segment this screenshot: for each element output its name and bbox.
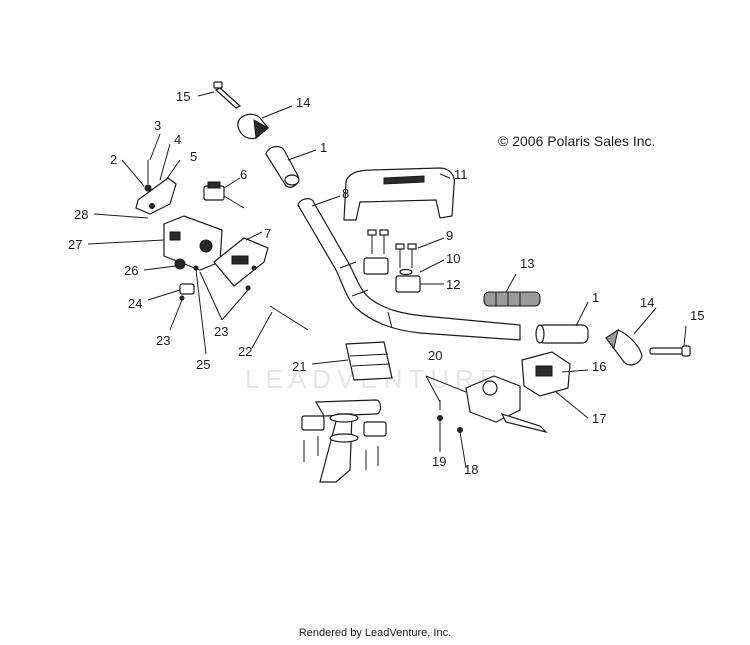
throttle-housing — [465, 375, 548, 434]
callout-1-left: 1 — [320, 140, 327, 155]
screw-25 — [193, 265, 199, 271]
callout-11: 11 — [454, 167, 468, 182]
button-24 — [179, 283, 195, 295]
callout-12: 12 — [446, 277, 460, 292]
copyright-text: © 2006 Polaris Sales Inc. — [498, 133, 656, 149]
callout-26: 26 — [124, 263, 138, 278]
callout-13: 13 — [520, 256, 534, 271]
callout-10: 10 — [446, 251, 460, 266]
callout-16: 16 — [592, 359, 606, 374]
callout-20: 20 — [428, 348, 442, 363]
callout-18: 18 — [464, 462, 478, 477]
callout-17: 17 — [592, 411, 606, 426]
callout-21: 21 — [292, 359, 306, 374]
callout-27: 27 — [68, 237, 82, 252]
callout-2: 2 — [110, 152, 117, 167]
nut-2 — [144, 184, 152, 192]
leader-lines — [87, 91, 687, 469]
clamp-bolts-upper — [367, 229, 417, 268]
callout-15-right: 15 — [690, 308, 704, 323]
screw-18 — [457, 427, 463, 433]
left-switch-housing — [163, 215, 223, 271]
callout-7: 7 — [264, 226, 271, 241]
callout-3: 3 — [154, 118, 161, 133]
footer-credit: Rendered by LeadVenture, Inc. — [298, 627, 452, 639]
screw-19 — [437, 415, 443, 421]
clamp-blocks-upper — [363, 257, 421, 293]
callout-14-right: 14 — [640, 295, 654, 310]
callout-23-left: 23 — [156, 333, 170, 348]
callout-14-top: 14 — [296, 95, 310, 110]
callout-19: 19 — [432, 454, 446, 469]
callout-22: 22 — [238, 344, 252, 359]
callout-25: 25 — [196, 357, 210, 372]
right-bar-end — [605, 328, 643, 366]
throttle-cover — [521, 351, 571, 397]
callout-5: 5 — [190, 149, 197, 164]
callout-6: 6 — [240, 167, 247, 182]
callout-24: 24 — [128, 296, 142, 311]
callout-1-right: 1 — [592, 290, 599, 305]
handlebar — [297, 198, 521, 341]
callout-4: 4 — [174, 132, 181, 147]
callouts: 15 14 1 3 4 2 5 6 11 8 28 9 7 27 10 13 2… — [68, 89, 704, 477]
left-bar-end — [237, 113, 269, 140]
handlebar-pad — [343, 167, 455, 221]
clamp-blocks-lower — [301, 415, 387, 470]
right-bolt — [649, 345, 691, 357]
connector-6 — [203, 181, 245, 209]
left-grip — [265, 145, 300, 188]
screw-23b — [245, 285, 251, 291]
knob-26 — [174, 258, 186, 270]
steering-post — [314, 341, 393, 483]
callout-9: 9 — [446, 228, 453, 243]
screw-23a — [179, 295, 185, 301]
callout-8: 8 — [342, 186, 349, 201]
callout-23-right: 23 — [214, 324, 228, 339]
switch-cover — [213, 237, 269, 287]
callout-15-top: 15 — [176, 89, 190, 104]
top-bolt — [213, 81, 242, 109]
cable-22 — [269, 305, 309, 331]
callout-28: 28 — [74, 207, 88, 222]
right-grip — [535, 324, 589, 344]
right-hand-grip — [483, 291, 541, 307]
